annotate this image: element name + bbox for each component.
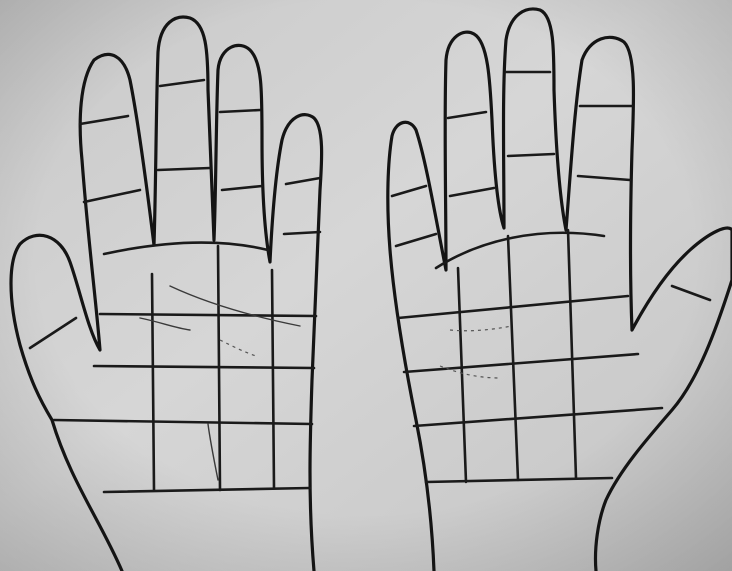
paper-shading [0, 0, 732, 571]
photo-scene [0, 0, 732, 571]
drawing-canvas [0, 0, 732, 571]
